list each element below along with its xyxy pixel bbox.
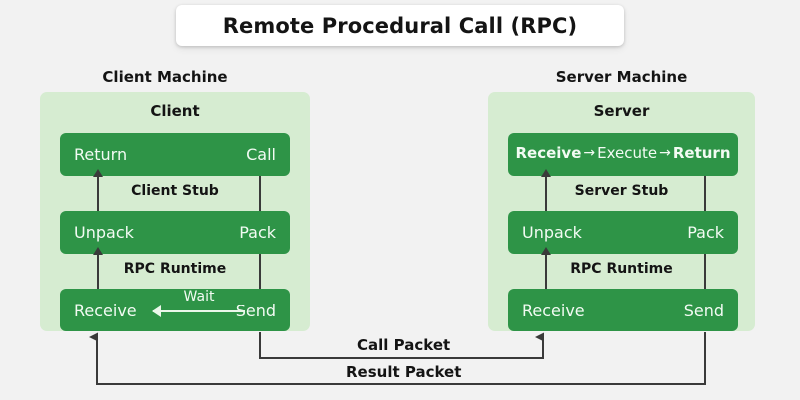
arrow-head-up-icon [93, 247, 103, 255]
client-runtime-box[interactable]: Receive Send Wait [60, 289, 290, 331]
client-unpack-up-arrow [93, 247, 103, 291]
server-pack-down-arrow [700, 254, 710, 298]
arrow-right-icon: → [659, 145, 671, 161]
server-machine-caption: Server Machine [555, 68, 688, 86]
server-return-step: Return [672, 144, 731, 162]
call-packet-label: Call Packet [349, 336, 459, 354]
server-receive-step: Receive [515, 144, 582, 162]
server-stub-box[interactable]: Unpack Pack [508, 211, 738, 254]
arrow-head-up-icon [541, 247, 551, 255]
client-call-label: Call [246, 145, 276, 164]
client-runtime-label: RPC Runtime [123, 261, 227, 277]
server-execute-step: Execute [597, 144, 658, 162]
client-machine-caption: Client Machine [102, 68, 228, 86]
client-machine-panel: Client Return Call Client Stub Unpack Pa… [40, 92, 310, 331]
server-panel-title: Server [593, 102, 650, 120]
server-pack-label: Pack [687, 223, 724, 242]
wait-arrow-line [153, 310, 245, 312]
server-send-label: Send [683, 300, 724, 320]
server-unpack-label: Unpack [522, 223, 582, 242]
client-stub-label: Client Stub [131, 183, 219, 199]
result-packet-label: Result Packet [338, 363, 470, 381]
server-stub-label: Server Stub [574, 183, 669, 199]
client-receive-label: Receive [74, 300, 137, 320]
arrow-head-up-icon [541, 169, 551, 177]
client-return-label: Return [74, 145, 128, 164]
client-application-box[interactable]: Return Call [60, 133, 290, 176]
server-runtime-label: RPC Runtime [570, 261, 673, 277]
arrow-head-left-icon [152, 305, 161, 317]
arrow-head-up-icon [93, 169, 103, 177]
client-stub-box[interactable]: Unpack Pack [60, 211, 290, 254]
client-pack-down-arrow [255, 254, 265, 298]
title-card: Remote Procedural Call (RPC) [176, 5, 624, 46]
client-call-down-arrow [255, 176, 265, 220]
client-panel-title: Client [150, 102, 200, 120]
server-unpack-up-arrow [541, 247, 551, 291]
page-title: Remote Procedural Call (RPC) [222, 13, 578, 38]
client-return-up-arrow [93, 169, 103, 213]
server-machine-panel: Server Receive → Execute → Return Server… [488, 92, 755, 331]
server-application-box[interactable]: Receive → Execute → Return [508, 133, 738, 176]
server-call-down-arrow [700, 176, 710, 220]
client-unpack-label: Unpack [74, 223, 134, 242]
client-wait-label: Wait [153, 289, 245, 305]
server-return-up-arrow [541, 169, 551, 213]
server-flow-row: Receive → Execute → Return [508, 144, 738, 162]
client-pack-label: Pack [239, 223, 276, 242]
client-send-label: Send [235, 300, 276, 320]
server-receive-label: Receive [522, 300, 585, 320]
client-wait-arrow: Wait [152, 289, 245, 326]
server-runtime-box[interactable]: Receive Send [508, 289, 738, 331]
arrow-right-icon: → [583, 145, 596, 161]
